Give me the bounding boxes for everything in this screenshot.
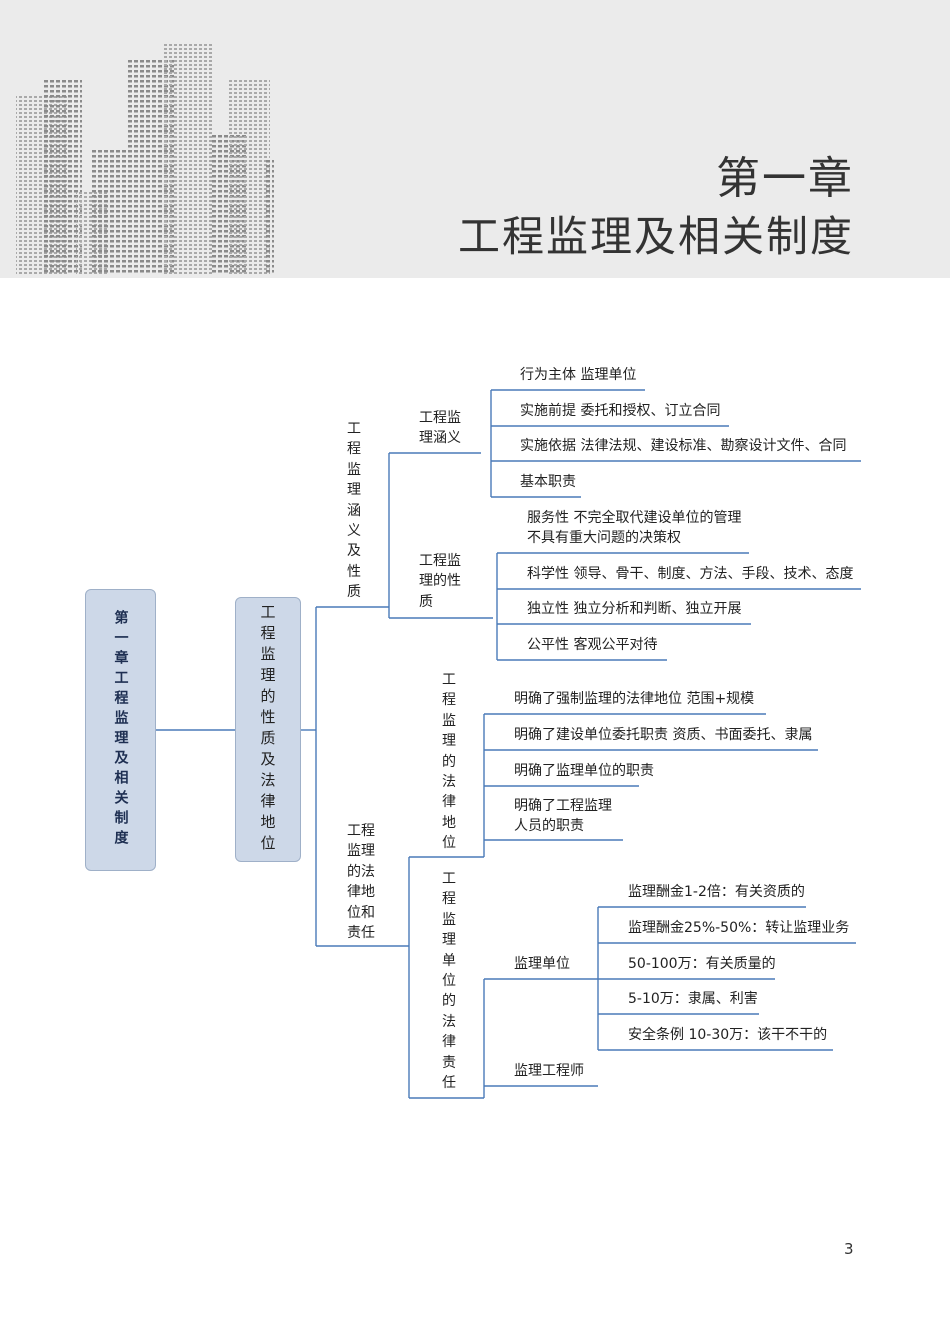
meaning-label-line2: 理涵义 xyxy=(419,430,461,447)
legal-liability-label: 工程监理单位的法律责任 xyxy=(442,871,456,1092)
page-number: 3 xyxy=(844,1240,854,1258)
liability-item-safety: 安全条例 10-30万：该干不干的 xyxy=(628,1027,828,1043)
branch-b-label-line3: 的法 xyxy=(347,863,375,880)
nature-item-scientific: 科学性 领导、骨干、制度、方法、手段、技术、态度 xyxy=(527,566,854,582)
legal-status-item-owner: 明确了建设单位委托职责 资质、书面委托、隶属 xyxy=(514,727,813,743)
meaning-item-duty: 基本职责 xyxy=(520,474,576,490)
root-node-label: 第一章工程监理及相关制度 xyxy=(112,610,129,850)
chapter-number: 第一章 xyxy=(716,153,854,204)
nature-label-line2: 理的性 xyxy=(419,573,461,590)
branch-a-label: 工程监理涵义及性质 xyxy=(347,421,361,601)
nature-label: 工程监 理的性 质 xyxy=(419,551,461,612)
level1-node-label: 工程监理的性质及法律地位 xyxy=(258,603,277,856)
nature-item-service-2: 不具有重大问题的决策权 xyxy=(527,530,681,546)
chapter-title: 工程监理及相关制度 xyxy=(457,212,854,261)
nature-item-service-1: 服务性 不完全取代建设单位的管理 xyxy=(527,510,742,526)
meaning-item-premise: 实施前提 委托和授权、订立合同 xyxy=(520,403,721,419)
liability-item-qualification: 监理酬金1-2倍：有关资质的 xyxy=(628,884,805,900)
legal-status-label: 工程监理的法律地位 xyxy=(442,672,456,852)
nature-label-line1: 工程监 xyxy=(419,553,461,569)
meaning-label: 工程监 理涵义 xyxy=(419,408,461,449)
meaning-label-line1: 工程监 xyxy=(419,410,461,426)
liability-item-affiliation: 5-10万：隶属、利害 xyxy=(628,991,758,1007)
legal-status-item-personnel: 明确了工程监理 人员的职责 xyxy=(514,796,612,836)
branch-b-label-line6: 责任 xyxy=(347,925,375,942)
legal-status-item-personnel-line2: 人员的职责 xyxy=(514,818,584,834)
level1-node: 工程监理的性质及法律地位 xyxy=(235,597,301,862)
legal-status-item-unit: 明确了监理单位的职责 xyxy=(514,763,654,779)
branch-b-label-line5: 位和 xyxy=(347,904,375,921)
branch-b-label-line2: 监理 xyxy=(347,843,375,860)
liability-item-transfer: 监理酬金25%-50%：转让监理业务 xyxy=(628,920,850,936)
liability-unit-label: 监理单位 xyxy=(514,956,570,972)
legal-status-item-mandatory: 明确了强制监理的法律地位 范围+规模 xyxy=(514,691,755,707)
root-node: 第一章工程监理及相关制度 xyxy=(85,589,156,871)
nature-item-independent: 独立性 独立分析和判断、独立开展 xyxy=(527,601,742,617)
legal-status-item-personnel-line1: 明确了工程监理 xyxy=(514,798,612,814)
meaning-item-subject: 行为主体 监理单位 xyxy=(520,367,637,383)
branch-b-label: 工程 监理 的法 律地 位和 责任 xyxy=(347,821,375,943)
nature-item-fair: 公平性 客观公平对待 xyxy=(527,637,658,653)
liability-item-quality: 50-100万：有关质量的 xyxy=(628,956,776,972)
nature-label-line3: 质 xyxy=(419,593,433,610)
liability-engineer-label: 监理工程师 xyxy=(514,1063,584,1079)
skyline-illustration xyxy=(16,42,274,275)
meaning-item-basis: 实施依据 法律法规、建设标准、勘察设计文件、合同 xyxy=(520,438,847,454)
branch-b-label-line4: 律地 xyxy=(347,884,375,901)
branch-b-label-line1: 工程 xyxy=(347,823,375,839)
